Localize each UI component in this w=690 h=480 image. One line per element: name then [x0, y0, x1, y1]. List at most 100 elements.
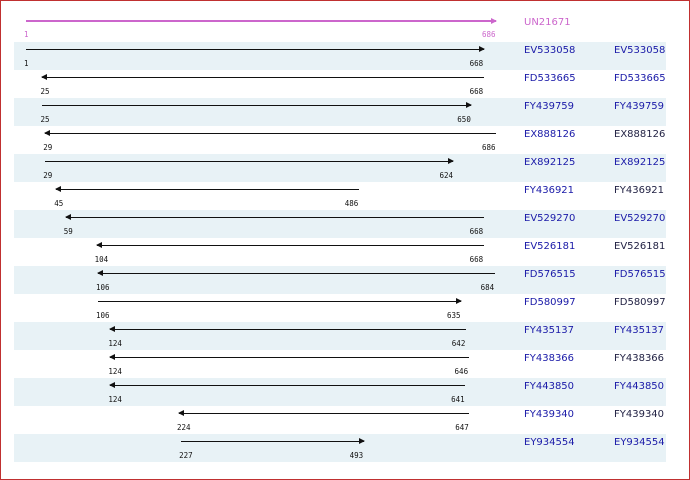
hit-span-line — [98, 273, 495, 274]
arrow-left-icon — [41, 74, 48, 80]
hit-accession-link[interactable]: FY435137 — [524, 325, 575, 336]
hit-accession-label[interactable]: FD580997 — [614, 297, 666, 308]
hit-row: 124 641 FY443850 FY443850 — [14, 378, 666, 406]
hit-accession-label[interactable]: FY435137 — [614, 325, 665, 336]
start-position: 124 — [108, 395, 122, 404]
end-position: 668 — [469, 255, 484, 264]
query-accession: UN21671 — [524, 17, 571, 28]
hit-accession-label[interactable]: EY934554 — [614, 437, 665, 448]
start-position: 227 — [179, 451, 193, 460]
query-span-line — [26, 20, 496, 22]
end-position: 686 — [482, 30, 496, 39]
hit-row: 59 668 EV529270 EV529270 — [14, 210, 666, 238]
end-position: 686 — [482, 143, 496, 152]
hit-span-line — [181, 441, 364, 442]
start-position: 1 — [24, 59, 29, 68]
arrow-left-icon — [64, 214, 71, 220]
hit-accession-link[interactable]: FD576515 — [524, 269, 576, 280]
hit-accession-link[interactable]: EY934554 — [524, 437, 575, 448]
hit-accession-label[interactable]: FD576515 — [614, 269, 666, 280]
hit-row: 29 686 EX888126 EX888126 — [14, 126, 666, 154]
hit-accession-link[interactable]: EV526181 — [524, 241, 576, 252]
arrow-left-icon — [44, 130, 51, 136]
hit-accession-link[interactable]: FY439340 — [524, 409, 575, 420]
arrow-left-icon — [109, 326, 116, 332]
hit-accession-link[interactable]: FY438366 — [524, 353, 575, 364]
arrow-right-icon — [478, 46, 485, 52]
hit-span-line — [110, 357, 469, 358]
start-position: 59 — [63, 227, 73, 236]
hit-row: 106 635 FD580997 FD580997 — [14, 294, 666, 322]
hit-accession-link[interactable]: EX888126 — [524, 129, 576, 140]
end-position: 684 — [480, 283, 495, 292]
hit-span-line — [179, 413, 470, 414]
hit-accession-label[interactable]: FY439340 — [614, 409, 665, 420]
hit-accession-link[interactable]: FD580997 — [524, 297, 576, 308]
hit-row: 45 486 FY436921 FY436921 — [14, 182, 666, 210]
hit-accession-label[interactable]: FD533665 — [614, 73, 666, 84]
start-position: 104 — [94, 255, 109, 264]
hit-accession-label[interactable]: FY443850 — [614, 381, 665, 392]
start-position: 29 — [43, 143, 53, 152]
hit-span-line — [45, 161, 454, 162]
hit-accession-label[interactable]: EV533058 — [614, 45, 666, 56]
start-position: 124 — [108, 339, 122, 348]
hit-accession-label[interactable]: FY439759 — [614, 101, 665, 112]
start-position: 224 — [177, 423, 191, 432]
arrow-left-icon — [109, 354, 116, 360]
start-position: 45 — [54, 199, 64, 208]
hit-row: 224 647 FY439340 FY439340 — [14, 406, 666, 434]
start-position: 25 — [40, 115, 50, 124]
arrow-right-icon — [448, 158, 455, 164]
hit-accession-label[interactable]: EX888126 — [614, 129, 666, 140]
hit-accession-link[interactable]: EV533058 — [524, 45, 576, 56]
hit-accession-label[interactable]: EV526181 — [614, 241, 666, 252]
hit-row: 227 493 EY934554 EY934554 — [14, 434, 666, 462]
hit-accession-link[interactable]: FD533665 — [524, 73, 576, 84]
hit-accession-link[interactable]: FY439759 — [524, 101, 575, 112]
hit-accession-label[interactable]: FY438366 — [614, 353, 665, 364]
hit-span-line — [96, 245, 484, 246]
start-position: 25 — [40, 87, 50, 96]
hit-accession-link[interactable]: FY436921 — [524, 185, 575, 196]
hit-accession-link[interactable]: EV529270 — [524, 213, 576, 224]
hit-accession-link[interactable]: FY443850 — [524, 381, 575, 392]
hit-span-line — [110, 329, 466, 330]
hit-span-line — [110, 385, 466, 386]
arrow-right-icon — [456, 298, 462, 304]
start-position: 1 — [24, 30, 29, 39]
start-position: 29 — [43, 171, 53, 180]
end-position: 486 — [344, 199, 359, 208]
arrow-right-icon — [358, 438, 365, 444]
hit-span-line — [98, 301, 461, 302]
hit-row: 104 668 EV526181 EV526181 — [14, 238, 666, 266]
arrow-left-icon — [55, 186, 62, 192]
query-row: 1 686 UN21671 — [14, 14, 666, 42]
hit-accession-label[interactable]: EX892125 — [614, 157, 666, 168]
arrow-right-icon — [491, 18, 497, 24]
end-position: 635 — [447, 311, 461, 320]
arrow-left-icon — [97, 270, 104, 276]
arrow-left-icon — [109, 382, 116, 388]
hit-span-line — [45, 133, 496, 134]
arrow-left-icon — [95, 242, 102, 248]
hit-span-line — [42, 105, 472, 106]
hit-span-line — [56, 189, 359, 190]
hit-accession-label[interactable]: FY436921 — [614, 185, 665, 196]
start-position: 106 — [96, 311, 110, 320]
hit-accession-label[interactable]: EV529270 — [614, 213, 666, 224]
end-position: 647 — [455, 423, 469, 432]
hit-span-line — [65, 217, 484, 218]
end-position: 641 — [451, 395, 465, 404]
hit-span-line — [26, 49, 484, 50]
end-position: 668 — [469, 227, 484, 236]
end-position: 493 — [349, 451, 364, 460]
hit-accession-link[interactable]: EX892125 — [524, 157, 576, 168]
